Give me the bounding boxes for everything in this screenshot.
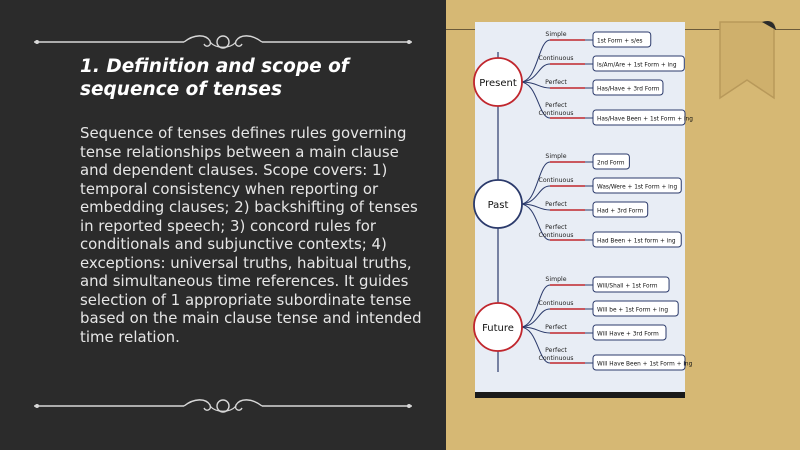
formula-box [592, 354, 686, 371]
tense-node-label: Past [488, 200, 509, 211]
tense-node [473, 179, 523, 229]
branch-label: Continuous [539, 55, 574, 62]
tense-node-label: Present [479, 78, 517, 89]
branch-label: Perfect [545, 79, 567, 86]
photo-shadow [475, 392, 685, 398]
formula-box [592, 153, 630, 170]
formula-box [592, 109, 686, 126]
left-panel [0, 0, 446, 450]
formula-text: Will Have Been + 1st Form + ing [597, 361, 693, 367]
formula-text: Had + 3rd Form [597, 208, 644, 214]
branch-connector [519, 326, 551, 364]
formula-box [592, 79, 664, 96]
formula-box [592, 31, 652, 48]
bookmark-icon [719, 21, 776, 100]
branch-label: Perfect [545, 224, 567, 231]
branch-connector [519, 39, 551, 83]
branch-label: Perfect [545, 102, 567, 109]
ornament-divider-bottom [34, 399, 412, 413]
branch-connector [519, 284, 551, 328]
formula-text: Will be + 1st Form + ing [597, 307, 668, 313]
branch-connector [519, 161, 551, 205]
branch-label: Continuous [539, 300, 574, 307]
branch-label: Simple [545, 276, 566, 283]
slide-title: 1. Definition and scope of sequence of t… [80, 56, 349, 100]
slide-body-text: Sequence of tenses defines rules governi… [80, 124, 422, 346]
tense-node [473, 57, 523, 107]
branch-label: Perfect [545, 201, 567, 208]
branch-connector [519, 81, 551, 119]
branch-label: Perfect [545, 347, 567, 354]
branch-connector [519, 203, 551, 241]
branch-connector [519, 63, 551, 83]
ornament-divider-top [34, 35, 412, 49]
formula-text: Will/Shall + 1st Form [597, 283, 658, 289]
branch-connector [519, 185, 551, 205]
formula-text: Was/Were + 1st Form + ing [597, 184, 677, 190]
tense-node-label: Future [482, 323, 514, 334]
formula-text: Has/Have + 3rd Form [597, 86, 660, 92]
formula-box [592, 231, 682, 248]
tense-node [473, 302, 523, 352]
formula-text: 2nd Form [597, 160, 625, 166]
branch-label: Simple [545, 153, 566, 160]
formula-text: Will Have + 3rd Form [597, 331, 659, 337]
formula-text: Had Been + 1st form + ing [597, 238, 676, 244]
formula-box [592, 300, 679, 317]
branch-label: Continuous [539, 232, 574, 239]
formula-text: Has/Have Been + 1st Form + ing [597, 116, 693, 122]
formula-box [592, 276, 670, 293]
formula-text: 1st Form + s/es [597, 38, 643, 44]
branch-label: Perfect [545, 324, 567, 331]
branch-label: Continuous [539, 110, 574, 117]
formula-box [592, 201, 649, 218]
branch-label: Simple [545, 31, 566, 38]
formula-box [592, 177, 682, 194]
branch-label: Continuous [539, 177, 574, 184]
formula-box [592, 55, 685, 72]
branch-label: Continuous [539, 355, 574, 362]
branch-connector [519, 308, 551, 328]
formula-box [592, 324, 667, 341]
formula-text: Is/Am/Are + 1st Form + ing [597, 62, 677, 68]
